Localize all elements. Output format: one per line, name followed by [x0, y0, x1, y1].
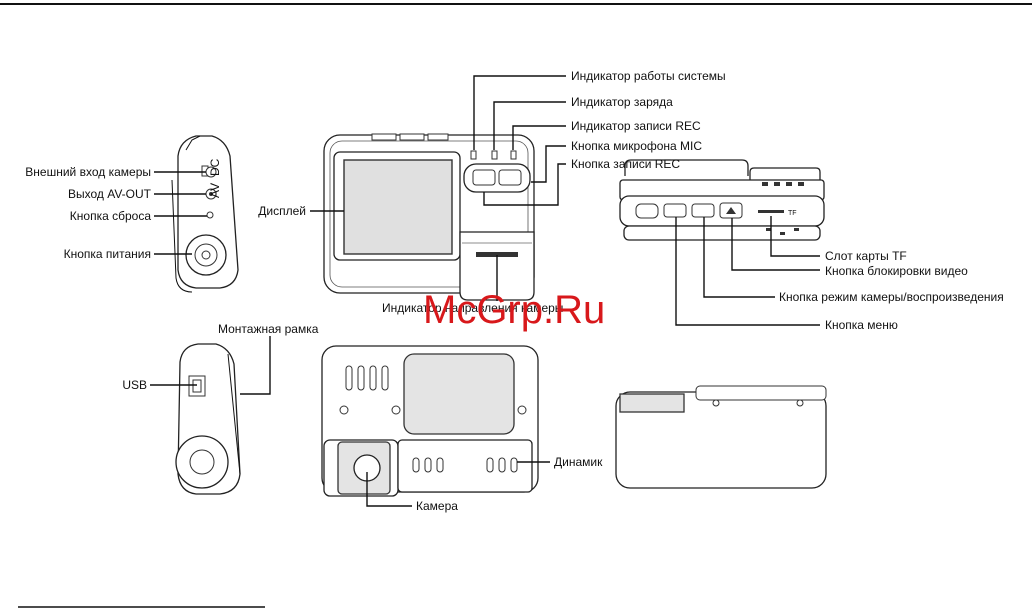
label-mic-button: Кнопка микрофона MIC: [571, 139, 702, 153]
display-screen: [343, 159, 453, 255]
svg-text:TF: TF: [788, 210, 797, 217]
back-view: [321, 345, 539, 497]
label-rec-button: Кнопка записи REC: [571, 157, 680, 171]
left-side-view: DC AV: [171, 135, 239, 293]
label-power-button: Кнопка питания: [64, 247, 151, 261]
label-ext-camera-input: Внешний вход камеры: [25, 165, 151, 179]
tf-slot-shape: [758, 210, 784, 213]
label-mount-frame: Монтажная рамка: [218, 322, 319, 336]
led-charge: [491, 150, 498, 160]
label-charge-indicator: Индикатор заряда: [571, 95, 673, 109]
svg-text:AV: AV: [208, 183, 222, 198]
label-video-lock: Кнопка блокировки видео: [825, 264, 968, 278]
label-tf-slot: Слот карты TF: [825, 249, 907, 263]
svg-text:DC: DC: [208, 158, 222, 176]
back-label: [403, 353, 515, 435]
label-usb: USB: [122, 378, 147, 392]
rear-side-view: [175, 343, 241, 495]
label-display: Дисплей: [258, 204, 306, 218]
reset-hole: [206, 211, 214, 219]
label-rec-indicator: Индикатор записи REC: [571, 119, 701, 133]
label-system-indicator: Индикатор работы системы: [571, 69, 726, 83]
label-direction-indicator: Индикатор направления камеры: [382, 301, 563, 315]
label-camera: Камера: [416, 499, 458, 513]
label-reset-button: Кнопка сброса: [70, 209, 152, 223]
menu-key: [663, 203, 687, 218]
front-view: [323, 133, 535, 301]
label-speaker: Динамик: [554, 455, 603, 469]
bottom-view: TF: [619, 159, 825, 241]
mode-key: [691, 203, 715, 218]
mic-key: [472, 169, 496, 186]
direction-slot: [476, 252, 518, 257]
top-view: [615, 385, 827, 489]
led-rec: [510, 150, 517, 160]
label-mode-button: Кнопка режим камеры/воспроизведения: [779, 290, 1004, 304]
label-av-out: Выход AV-OUT: [68, 187, 152, 201]
led-system: [470, 150, 477, 160]
label-menu-button: Кнопка меню: [825, 318, 898, 332]
watermark: McGrp.Ru: [423, 288, 605, 332]
rec-key: [498, 169, 522, 186]
